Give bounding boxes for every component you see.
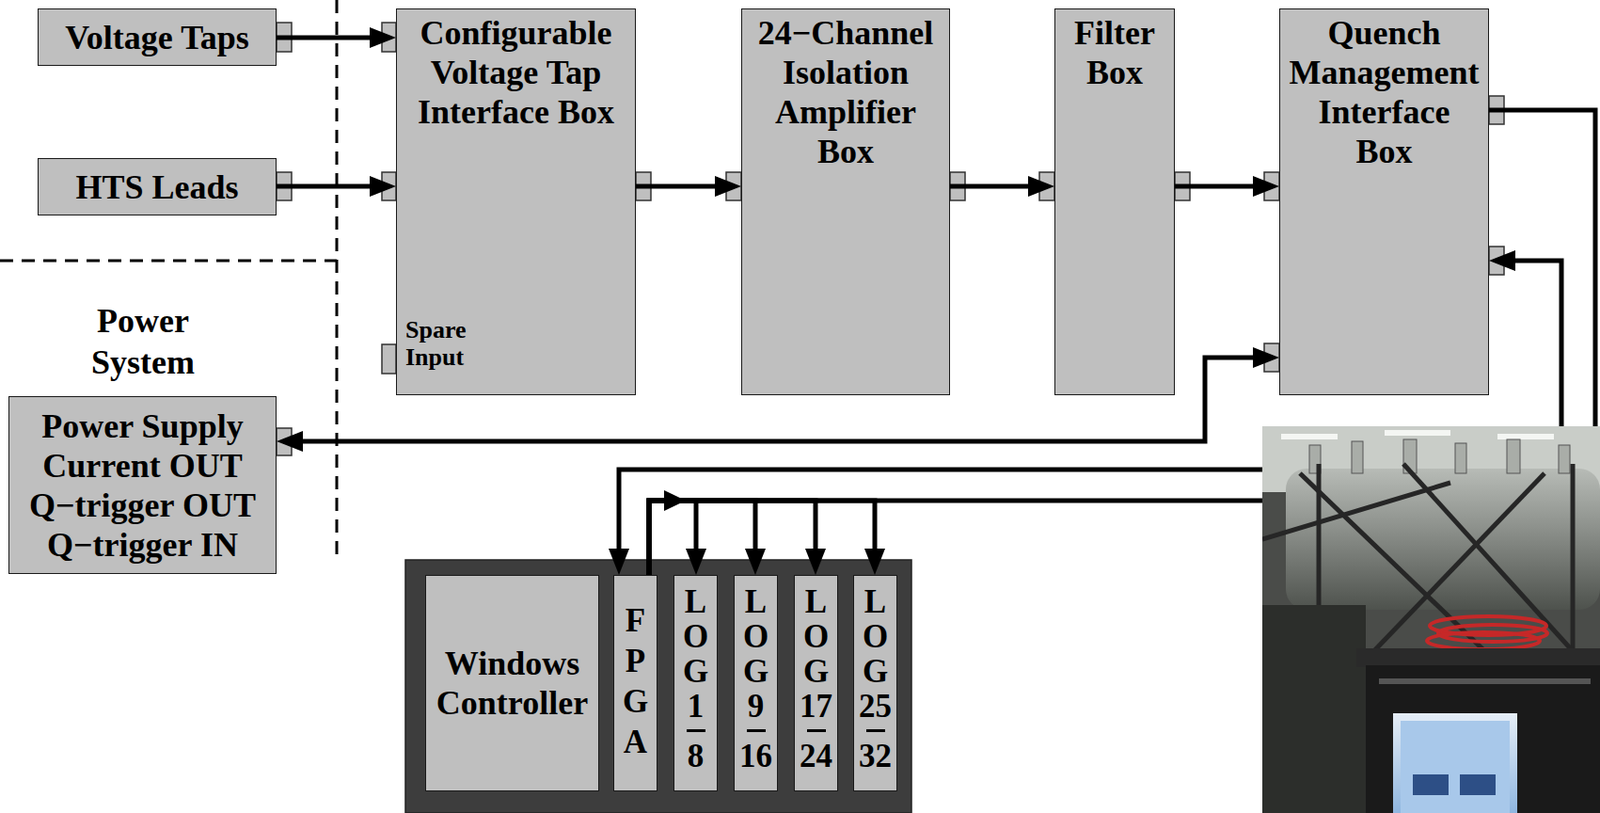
amplifier-box: 24−Channel Isolation Amplifier Box xyxy=(741,8,951,396)
channel-number: 16 xyxy=(734,738,777,774)
channel-number: 8 xyxy=(674,738,717,774)
port xyxy=(276,427,292,456)
box-label: Q−trigger IN xyxy=(47,524,238,565)
port xyxy=(1039,172,1055,201)
port-label: Spare Input xyxy=(405,316,485,371)
channel-number: 32 xyxy=(854,738,897,774)
log-module: LOG25 32 xyxy=(853,574,898,792)
box-label: Windows Controller xyxy=(434,643,590,723)
log-module: LOG1 8 xyxy=(673,574,718,792)
signal-connector xyxy=(649,500,697,575)
fraction-bar xyxy=(746,728,766,732)
boundary-dash xyxy=(335,0,339,560)
source-box: HTS Leads xyxy=(37,158,277,216)
port xyxy=(381,22,397,52)
box-label: Current OUT xyxy=(42,445,242,486)
port xyxy=(381,172,397,201)
signal-connector xyxy=(635,184,723,190)
filter-box: Filter Box xyxy=(1054,8,1175,396)
fraction-bar xyxy=(807,728,826,732)
power-supply-box: Power SupplyCurrent OUTQ−trigger OUTQ−tr… xyxy=(8,396,277,574)
box-label: Quench Management Interface Box xyxy=(1288,13,1480,172)
box-label: HTS Leads xyxy=(75,167,238,207)
quench-box: Quench Management Interface Box xyxy=(1279,8,1490,396)
port xyxy=(726,172,742,201)
controller-box: Windows Controller xyxy=(425,574,600,792)
port xyxy=(1264,343,1280,372)
signal-connector xyxy=(649,500,756,575)
fraction-bar xyxy=(866,728,886,732)
module-label: LOG xyxy=(679,584,713,689)
log-module: LOG9 16 xyxy=(733,574,778,792)
box-label: Power Supply xyxy=(41,406,243,446)
signal-connector xyxy=(1174,184,1261,190)
signal-connector xyxy=(649,500,875,575)
interface-box: Configurable Voltage Tap Interface BoxSp… xyxy=(396,8,636,396)
signal-connector xyxy=(649,500,816,575)
box-label: Voltage Taps xyxy=(64,17,250,58)
controller-chassis xyxy=(405,559,912,813)
signal-connector xyxy=(276,35,378,41)
region-label: Power System xyxy=(77,300,209,383)
module-label: LOG xyxy=(858,584,892,689)
channel-number: 9 xyxy=(734,688,777,724)
box-label: 24−Channel Isolation Amplifier Box xyxy=(750,13,941,172)
fpga-module: FPGA xyxy=(613,574,658,792)
box-label: Q−trigger OUT xyxy=(29,485,256,525)
box-label: Configurable Voltage Tap Interface Box xyxy=(405,13,627,132)
port xyxy=(381,344,397,374)
module-label: FPGA xyxy=(618,600,652,762)
lab-photo xyxy=(1262,426,1600,813)
channel-number: 25 xyxy=(854,688,897,724)
port xyxy=(1264,172,1280,201)
fraction-bar xyxy=(686,728,706,732)
port xyxy=(1489,246,1505,275)
box-label: Filter Box xyxy=(1063,13,1166,93)
channel-number: 1 xyxy=(674,688,717,724)
channel-number: 17 xyxy=(794,688,838,724)
signal-connector xyxy=(276,184,378,190)
module-label: LOG xyxy=(799,584,833,689)
module-label: LOG xyxy=(739,584,773,689)
source-box: Voltage Taps xyxy=(37,8,277,66)
channel-number: 24 xyxy=(794,738,838,774)
boundary-dash xyxy=(0,259,337,263)
signal-connector xyxy=(950,184,1036,190)
log-module: LOG17 24 xyxy=(793,574,839,792)
